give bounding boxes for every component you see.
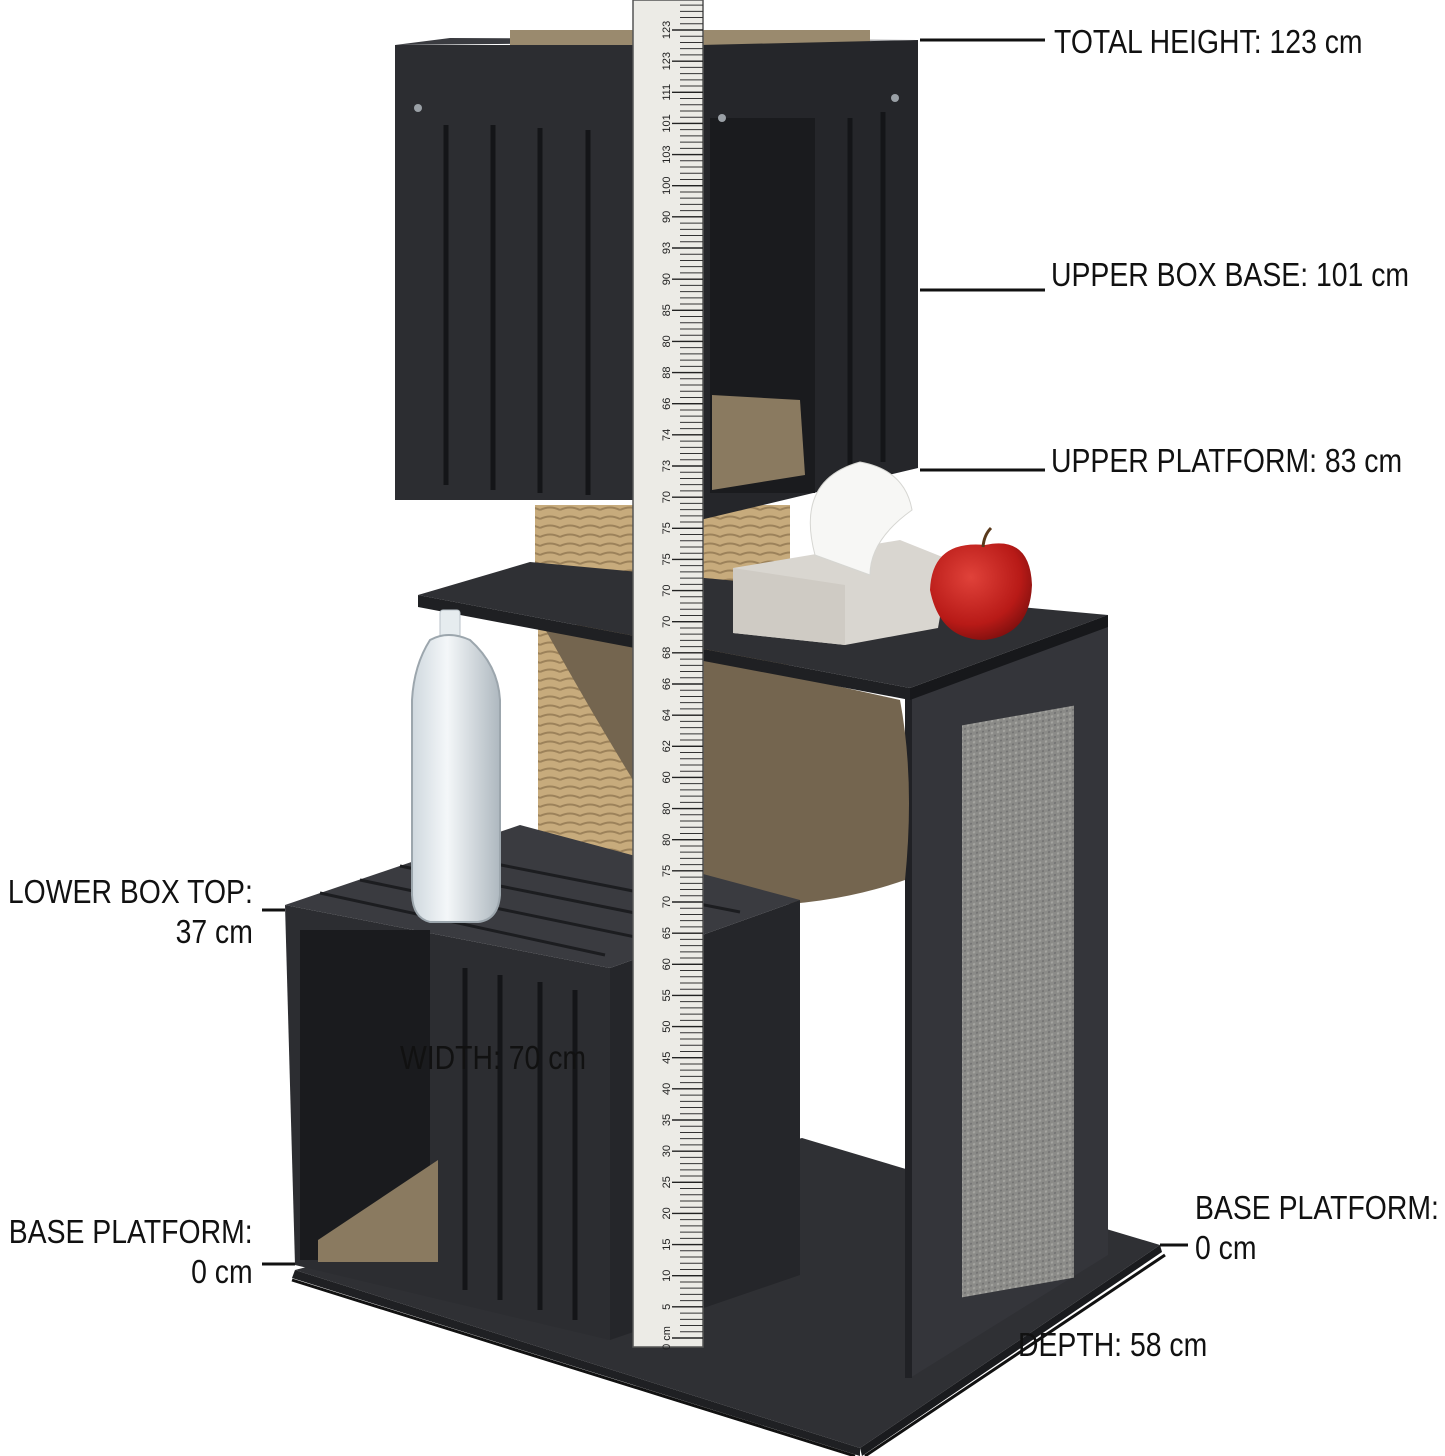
ruler-number: 70 — [661, 616, 673, 628]
ruler-ticks — [672, 4, 703, 1339]
measuring-ruler: 0 cm 5 10 15 20 25 30 35 40 45 50 55 60 65 70 75 80 80 60 6… — [632, 0, 704, 1350]
ruler-number: 55 — [661, 989, 673, 1001]
scratching-carpet — [962, 705, 1074, 1298]
ruler-number: 90 — [661, 273, 673, 285]
ruler-number: 65 — [661, 927, 673, 939]
ruler-number: 40 — [661, 1083, 673, 1095]
ruler-number: 80 — [661, 834, 673, 846]
water-bottle — [411, 609, 501, 923]
tissue-box — [733, 461, 950, 645]
ruler-number: 25 — [661, 1176, 673, 1188]
ruler-number: 50 — [661, 1020, 673, 1032]
ruler-number: 111 — [661, 84, 673, 101]
ruler-number: 15 — [661, 1238, 673, 1250]
label-width: WIDTH: 70 cm — [400, 1039, 587, 1076]
ruler-number: 45 — [661, 1052, 673, 1064]
ruler-number: 90 — [661, 211, 673, 223]
leader-lines — [262, 38, 1188, 1456]
label-base-platform-right: BASE PLATFORM: 0 cm — [1195, 1188, 1439, 1268]
ruler-number: 88 — [661, 366, 673, 378]
ruler-number: 5 — [661, 1304, 673, 1310]
ruler-number: 101 — [661, 114, 673, 132]
label-base-platform-left-line2: 0 cm — [191, 1253, 253, 1290]
ruler-number: 20 — [661, 1207, 673, 1219]
ruler-number: 62 — [661, 740, 673, 752]
label-base-platform-left-line1: BASE PLATFORM: — [9, 1213, 253, 1250]
label-upper-box-base: UPPER BOX BASE: 101 cm — [1051, 256, 1410, 293]
label-base-platform-left: BASE PLATFORM: 0 cm — [9, 1212, 253, 1292]
ruler-number: 60 — [661, 771, 673, 783]
ruler-number: 66 — [661, 398, 673, 410]
ruler-number: 80 — [661, 335, 673, 347]
ruler-number: 66 — [661, 678, 673, 690]
ruler-number: 60 — [661, 958, 673, 970]
ruler-number: 75 — [661, 522, 673, 534]
ruler-number: 10 — [661, 1270, 673, 1282]
ruler-number: 70 — [661, 896, 673, 908]
ruler-numbers: 0 cm 5 10 15 20 25 30 35 40 45 50 55 60 65 70 75 80 80 60 6… — [661, 21, 673, 1350]
label-upper-platform: UPPER PLATFORM: 83 cm — [1051, 442, 1403, 479]
ruler-number: 85 — [661, 304, 673, 316]
ruler-number: 73 — [661, 460, 673, 472]
leader-width — [291, 1278, 856, 1456]
label-depth: DEPTH: 58 cm — [1018, 1326, 1208, 1363]
upper-box-cushion — [712, 395, 805, 490]
lower-box — [285, 825, 800, 1340]
label-lower-box-top: LOWER BOX TOP: 37 cm — [8, 872, 253, 952]
lower-box-cushion — [318, 1160, 438, 1262]
ruler-number: 74 — [661, 429, 673, 441]
right-side-panel — [905, 615, 1108, 1378]
ruler-number: 103 — [661, 145, 673, 163]
ruler-number: 80 — [661, 802, 673, 814]
ruler-number: 123 — [661, 52, 673, 70]
ruler-number: 70 — [661, 491, 673, 503]
ruler-number: 75 — [661, 865, 673, 877]
ruler-number: 68 — [661, 647, 673, 659]
label-lower-box-top-line1: LOWER BOX TOP: — [8, 873, 253, 910]
label-lower-box-top-line2: 37 cm — [175, 913, 253, 950]
apple — [930, 526, 1032, 640]
ruler-number: 100 — [661, 177, 673, 195]
ruler-number: 0 cm — [661, 1326, 673, 1350]
ruler-number: 70 — [661, 584, 673, 596]
ruler-number: 93 — [661, 242, 673, 254]
ruler-number: 30 — [661, 1145, 673, 1157]
ruler-number: 123 — [661, 21, 673, 39]
label-base-platform-right-line1: BASE PLATFORM: — [1195, 1189, 1439, 1226]
ruler-number: 35 — [661, 1114, 673, 1126]
ruler-number: 64 — [661, 709, 673, 721]
label-base-platform-right-line2: 0 cm — [1195, 1229, 1257, 1266]
leader-depth — [864, 1253, 1166, 1456]
label-total-height: TOTAL HEIGHT: 123 cm — [1054, 23, 1363, 60]
ruler-number: 75 — [661, 553, 673, 565]
